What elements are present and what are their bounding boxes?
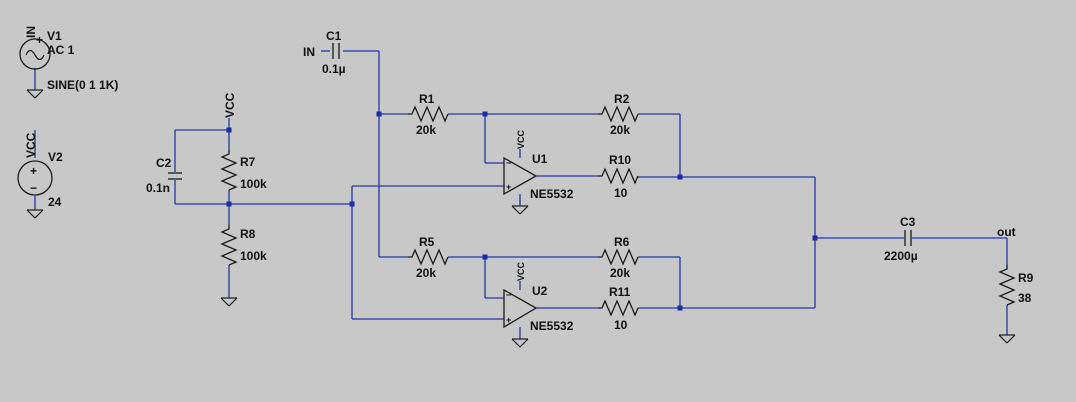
- ground-icon: [511, 205, 529, 215]
- capacitor-c3[interactable]: C3 2200µ: [884, 215, 918, 263]
- c2-ref: C2: [156, 156, 172, 170]
- r5-value: 20k: [416, 266, 436, 280]
- u1-minus: −: [506, 158, 511, 168]
- resistor-r6[interactable]: R6 20k: [598, 235, 639, 280]
- c3-value: 2200µ: [884, 249, 918, 263]
- c1-value: 0.1µ: [322, 62, 346, 76]
- resistor-r8[interactable]: R8 100k: [220, 225, 267, 307]
- ground-icon: [511, 338, 529, 348]
- r9-value: 38: [1018, 291, 1032, 305]
- resistor-r1[interactable]: R1 20k: [408, 92, 449, 137]
- r2-value: 20k: [610, 123, 630, 137]
- c3-ref: C3: [900, 215, 916, 229]
- v2-minus: −: [30, 181, 37, 195]
- resistor-r9[interactable]: out R9 38: [997, 225, 1034, 344]
- r1-ref: R1: [419, 92, 435, 106]
- v2-ref: V2: [48, 150, 63, 164]
- r1-value: 20k: [416, 123, 436, 137]
- u1-supply: VCC: [516, 129, 526, 149]
- u2-value: NE5532: [530, 319, 574, 333]
- c2-value: 0.1n: [146, 181, 170, 195]
- v2-net-label: VCC: [24, 132, 38, 158]
- r11-ref: R11: [609, 285, 631, 299]
- resistor-r7[interactable]: VCC R7 100k: [220, 92, 267, 191]
- u2-minus: −: [506, 290, 511, 300]
- r6-value: 20k: [610, 266, 630, 280]
- u1-value: NE5532: [530, 187, 574, 201]
- ground-icon: [26, 89, 44, 99]
- r7-value: 100k: [240, 177, 267, 191]
- resistor-r11[interactable]: R11 10: [598, 285, 639, 332]
- wires: [34, 50, 1008, 339]
- r7-ref: R7: [240, 155, 256, 169]
- u2-ref: U2: [532, 284, 548, 298]
- c1-net-label: IN: [303, 45, 315, 59]
- r8-value: 100k: [240, 249, 267, 263]
- v1-value: AC 1: [47, 43, 75, 57]
- opamp-u2[interactable]: − + VCC U2 NE5532: [503, 261, 574, 348]
- u2-plus: +: [506, 315, 511, 325]
- ground-icon: [220, 297, 238, 307]
- v2-plus: +: [30, 164, 37, 178]
- u2-supply: VCC: [516, 261, 526, 281]
- r9-net-label: out: [997, 225, 1016, 239]
- voltage-source-v1[interactable]: + IN V1 AC 1 SINE(0 1 1K): [19, 26, 118, 99]
- voltage-source-v2[interactable]: VCC + − V2 24: [17, 132, 63, 219]
- r11-value: 10: [614, 318, 628, 332]
- u1-ref: U1: [532, 152, 548, 166]
- r5-ref: R5: [419, 235, 435, 249]
- u1-plus: +: [506, 182, 511, 192]
- resistor-r2[interactable]: R2 20k: [598, 92, 639, 137]
- r8-ref: R8: [240, 227, 256, 241]
- v1-plus: +: [36, 33, 43, 47]
- r2-ref: R2: [614, 92, 630, 106]
- opamp-icon: [503, 288, 538, 329]
- resistor-r5[interactable]: R5 20k: [408, 235, 449, 280]
- ground-icon: [26, 209, 44, 219]
- junctions: [226, 111, 818, 311]
- ground-icon: [998, 334, 1016, 344]
- opamp-icon: [503, 156, 538, 196]
- v1-ref: V1: [47, 29, 62, 43]
- dc-source-icon: [17, 160, 53, 196]
- v1-param: SINE(0 1 1K): [47, 78, 118, 92]
- r10-value: 10: [614, 186, 628, 200]
- v1-net-label: IN: [24, 26, 38, 38]
- resistor-r10[interactable]: R10 10: [598, 153, 639, 200]
- r6-ref: R6: [614, 235, 630, 249]
- r9-ref: R9: [1018, 271, 1034, 285]
- capacitor-c2[interactable]: C2 0.1n: [146, 156, 182, 195]
- r7-net-label: VCC: [223, 92, 237, 118]
- capacitor-c1[interactable]: IN C1 0.1µ: [303, 29, 346, 76]
- c1-ref: C1: [326, 29, 342, 43]
- v2-value: 24: [48, 195, 62, 209]
- r10-ref: R10: [609, 153, 631, 167]
- opamp-u1[interactable]: − + VCC U1 NE5532: [503, 129, 574, 215]
